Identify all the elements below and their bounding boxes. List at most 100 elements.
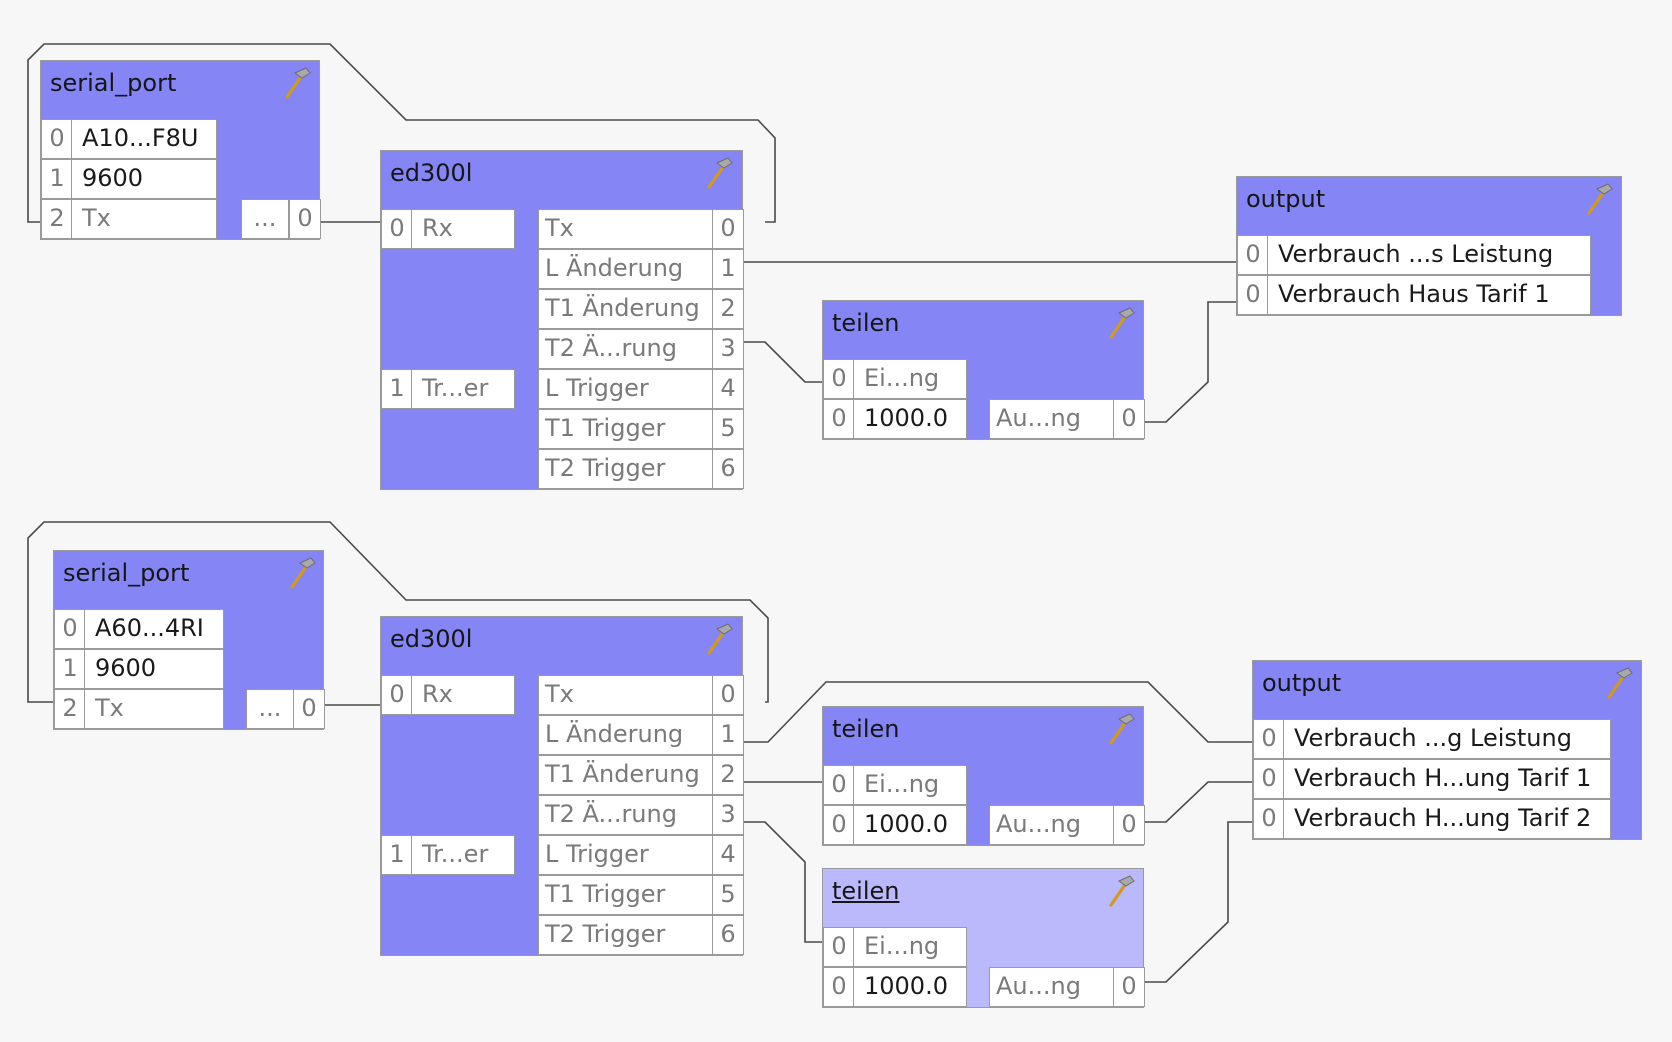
trigger-input[interactable]: Tr...er (411, 369, 515, 409)
output-ellipsis[interactable]: ... (246, 689, 294, 729)
teilen-node[interactable]: teilen 0 Ei...ng 0 1000.0 Au...ng 0 (822, 300, 1145, 440)
output-label: T2 Ä...rung (538, 795, 714, 835)
output-label: T1 Änderung (538, 289, 714, 329)
output-label: T2 Trigger (538, 449, 714, 489)
output-port[interactable]: 0 (1113, 399, 1145, 439)
hammer-icon[interactable] (701, 621, 735, 657)
output-port[interactable]: 0 (712, 675, 744, 715)
output-label: L Trigger (538, 369, 714, 409)
output-channel-input[interactable]: Verbrauch ...s Leistung (1267, 235, 1591, 275)
output-port[interactable]: 2 (712, 289, 744, 329)
hammer-icon[interactable] (1103, 305, 1137, 341)
node-title: output (1246, 185, 1326, 213)
input-index: 0 (1253, 759, 1285, 799)
wire-serial-tx-loop-1 (27, 43, 776, 223)
input-index: 0 (823, 399, 855, 439)
output-label: L Trigger (538, 835, 714, 875)
teilen-node[interactable]: teilen 0 Ei...ng 0 1000.0 Au...ng 0 (822, 706, 1145, 846)
output-index[interactable]: 0 (289, 199, 321, 239)
output-label: Tx (538, 209, 714, 249)
serial-port-node[interactable]: serial_port 0 A60...4RI 1 9600 2 Tx ... … (53, 550, 325, 730)
port-field[interactable]: A10...F8U (71, 119, 217, 159)
wire-teilen3-to-output-3 (1142, 821, 1254, 983)
output-index[interactable]: 0 (293, 689, 325, 729)
node-title: output (1262, 669, 1342, 697)
output-port[interactable]: 1 (712, 715, 744, 755)
baud-field[interactable]: 9600 (84, 649, 224, 689)
input-index: 0 (1237, 275, 1269, 315)
output-channel-input[interactable]: Verbrauch H...ung Tarif 1 (1283, 759, 1611, 799)
divisor-field[interactable]: 1000.0 (853, 805, 967, 845)
output-port[interactable]: 6 (712, 449, 744, 489)
node-title: ed300l (390, 625, 473, 653)
ed300l-node[interactable]: ed300l 0 Rx 1 Tr...er Tx 0 L Änderung 1 … (380, 616, 744, 956)
hammer-icon[interactable] (1103, 873, 1137, 909)
output-label: L Änderung (538, 249, 714, 289)
node-title: serial_port (63, 559, 190, 587)
wire-t2-to-teilen-1 (741, 341, 823, 383)
divisor-field[interactable]: 1000.0 (853, 967, 967, 1007)
input-index: 0 (1253, 799, 1285, 839)
output-ellipsis[interactable]: ... (241, 199, 289, 239)
output-channel-input[interactable]: Verbrauch Haus Tarif 1 (1267, 275, 1591, 315)
output-label: T1 Änderung (538, 755, 714, 795)
output-port[interactable]: 0 (1113, 805, 1145, 845)
node-title[interactable]: teilen (832, 877, 900, 905)
output-node[interactable]: output 0 Verbrauch ...s Leistung 0 Verbr… (1236, 176, 1622, 316)
ed300l-node[interactable]: ed300l 0 Rx 1 Tr...er Tx 0 L Änderung 1 … (380, 150, 744, 490)
wire-serial-tx-loop-2 (27, 521, 769, 703)
baud-field[interactable]: 9600 (71, 159, 217, 199)
hammer-icon[interactable] (1581, 181, 1615, 217)
rx-input[interactable]: Rx (411, 675, 515, 715)
trigger-input[interactable]: Tr...er (411, 835, 515, 875)
input-index: 0 (823, 967, 855, 1007)
wire-t2-to-teilen-3 (741, 821, 823, 943)
input-index: 0 (1237, 235, 1269, 275)
input-index: 2 (41, 199, 73, 239)
rx-input[interactable]: Rx (411, 209, 515, 249)
hammer-icon[interactable] (279, 65, 313, 101)
output-port[interactable]: 1 (712, 249, 744, 289)
output-port[interactable]: 0 (1113, 967, 1145, 1007)
node-title: serial_port (50, 69, 177, 97)
output-port[interactable]: 3 (712, 795, 744, 835)
tx-input[interactable]: Tx (71, 199, 217, 239)
output-node[interactable]: output 0 Verbrauch ...g Leistung 0 Verbr… (1252, 660, 1642, 840)
hammer-icon[interactable] (284, 555, 318, 591)
input-index: 1 (381, 835, 413, 875)
port-field[interactable]: A60...4RI (84, 609, 224, 649)
node-title: teilen (832, 715, 900, 743)
teilen-node-selected[interactable]: teilen 0 Ei...ng 0 1000.0 Au...ng 0 (822, 868, 1145, 1008)
serial-port-node[interactable]: serial_port 0 A10...F8U 1 9600 2 Tx ... … (40, 60, 321, 240)
hammer-icon[interactable] (701, 155, 735, 191)
output-port[interactable]: 2 (712, 755, 744, 795)
output-port[interactable]: 5 (712, 409, 744, 449)
output-port[interactable]: 4 (712, 369, 744, 409)
input-index: 0 (1253, 719, 1285, 759)
output-port[interactable]: 3 (712, 329, 744, 369)
dividend-input[interactable]: Ei...ng (853, 359, 967, 399)
output-label: T2 Ä...rung (538, 329, 714, 369)
input-index: 0 (381, 209, 413, 249)
wire-teilen2-to-output-2 (1142, 781, 1254, 823)
output-port[interactable]: 4 (712, 835, 744, 875)
dividend-input[interactable]: Ei...ng (853, 927, 967, 967)
divisor-field[interactable]: 1000.0 (853, 399, 967, 439)
tx-input[interactable]: Tx (84, 689, 224, 729)
output-label: Au...ng (989, 399, 1115, 439)
wire-teilen-to-output-1 (1142, 301, 1238, 423)
output-channel-input[interactable]: Verbrauch H...ung Tarif 2 (1283, 799, 1611, 839)
output-port[interactable]: 5 (712, 875, 744, 915)
input-index: 2 (54, 689, 86, 729)
dividend-input[interactable]: Ei...ng (853, 765, 967, 805)
hammer-icon[interactable] (1601, 665, 1635, 701)
input-index: 0 (823, 765, 855, 805)
hammer-icon[interactable] (1103, 711, 1137, 747)
output-label: Au...ng (989, 805, 1115, 845)
node-title: teilen (832, 309, 900, 337)
output-channel-input[interactable]: Verbrauch ...g Leistung (1283, 719, 1611, 759)
output-port[interactable]: 6 (712, 915, 744, 955)
output-port[interactable]: 0 (712, 209, 744, 249)
node-title: ed300l (390, 159, 473, 187)
